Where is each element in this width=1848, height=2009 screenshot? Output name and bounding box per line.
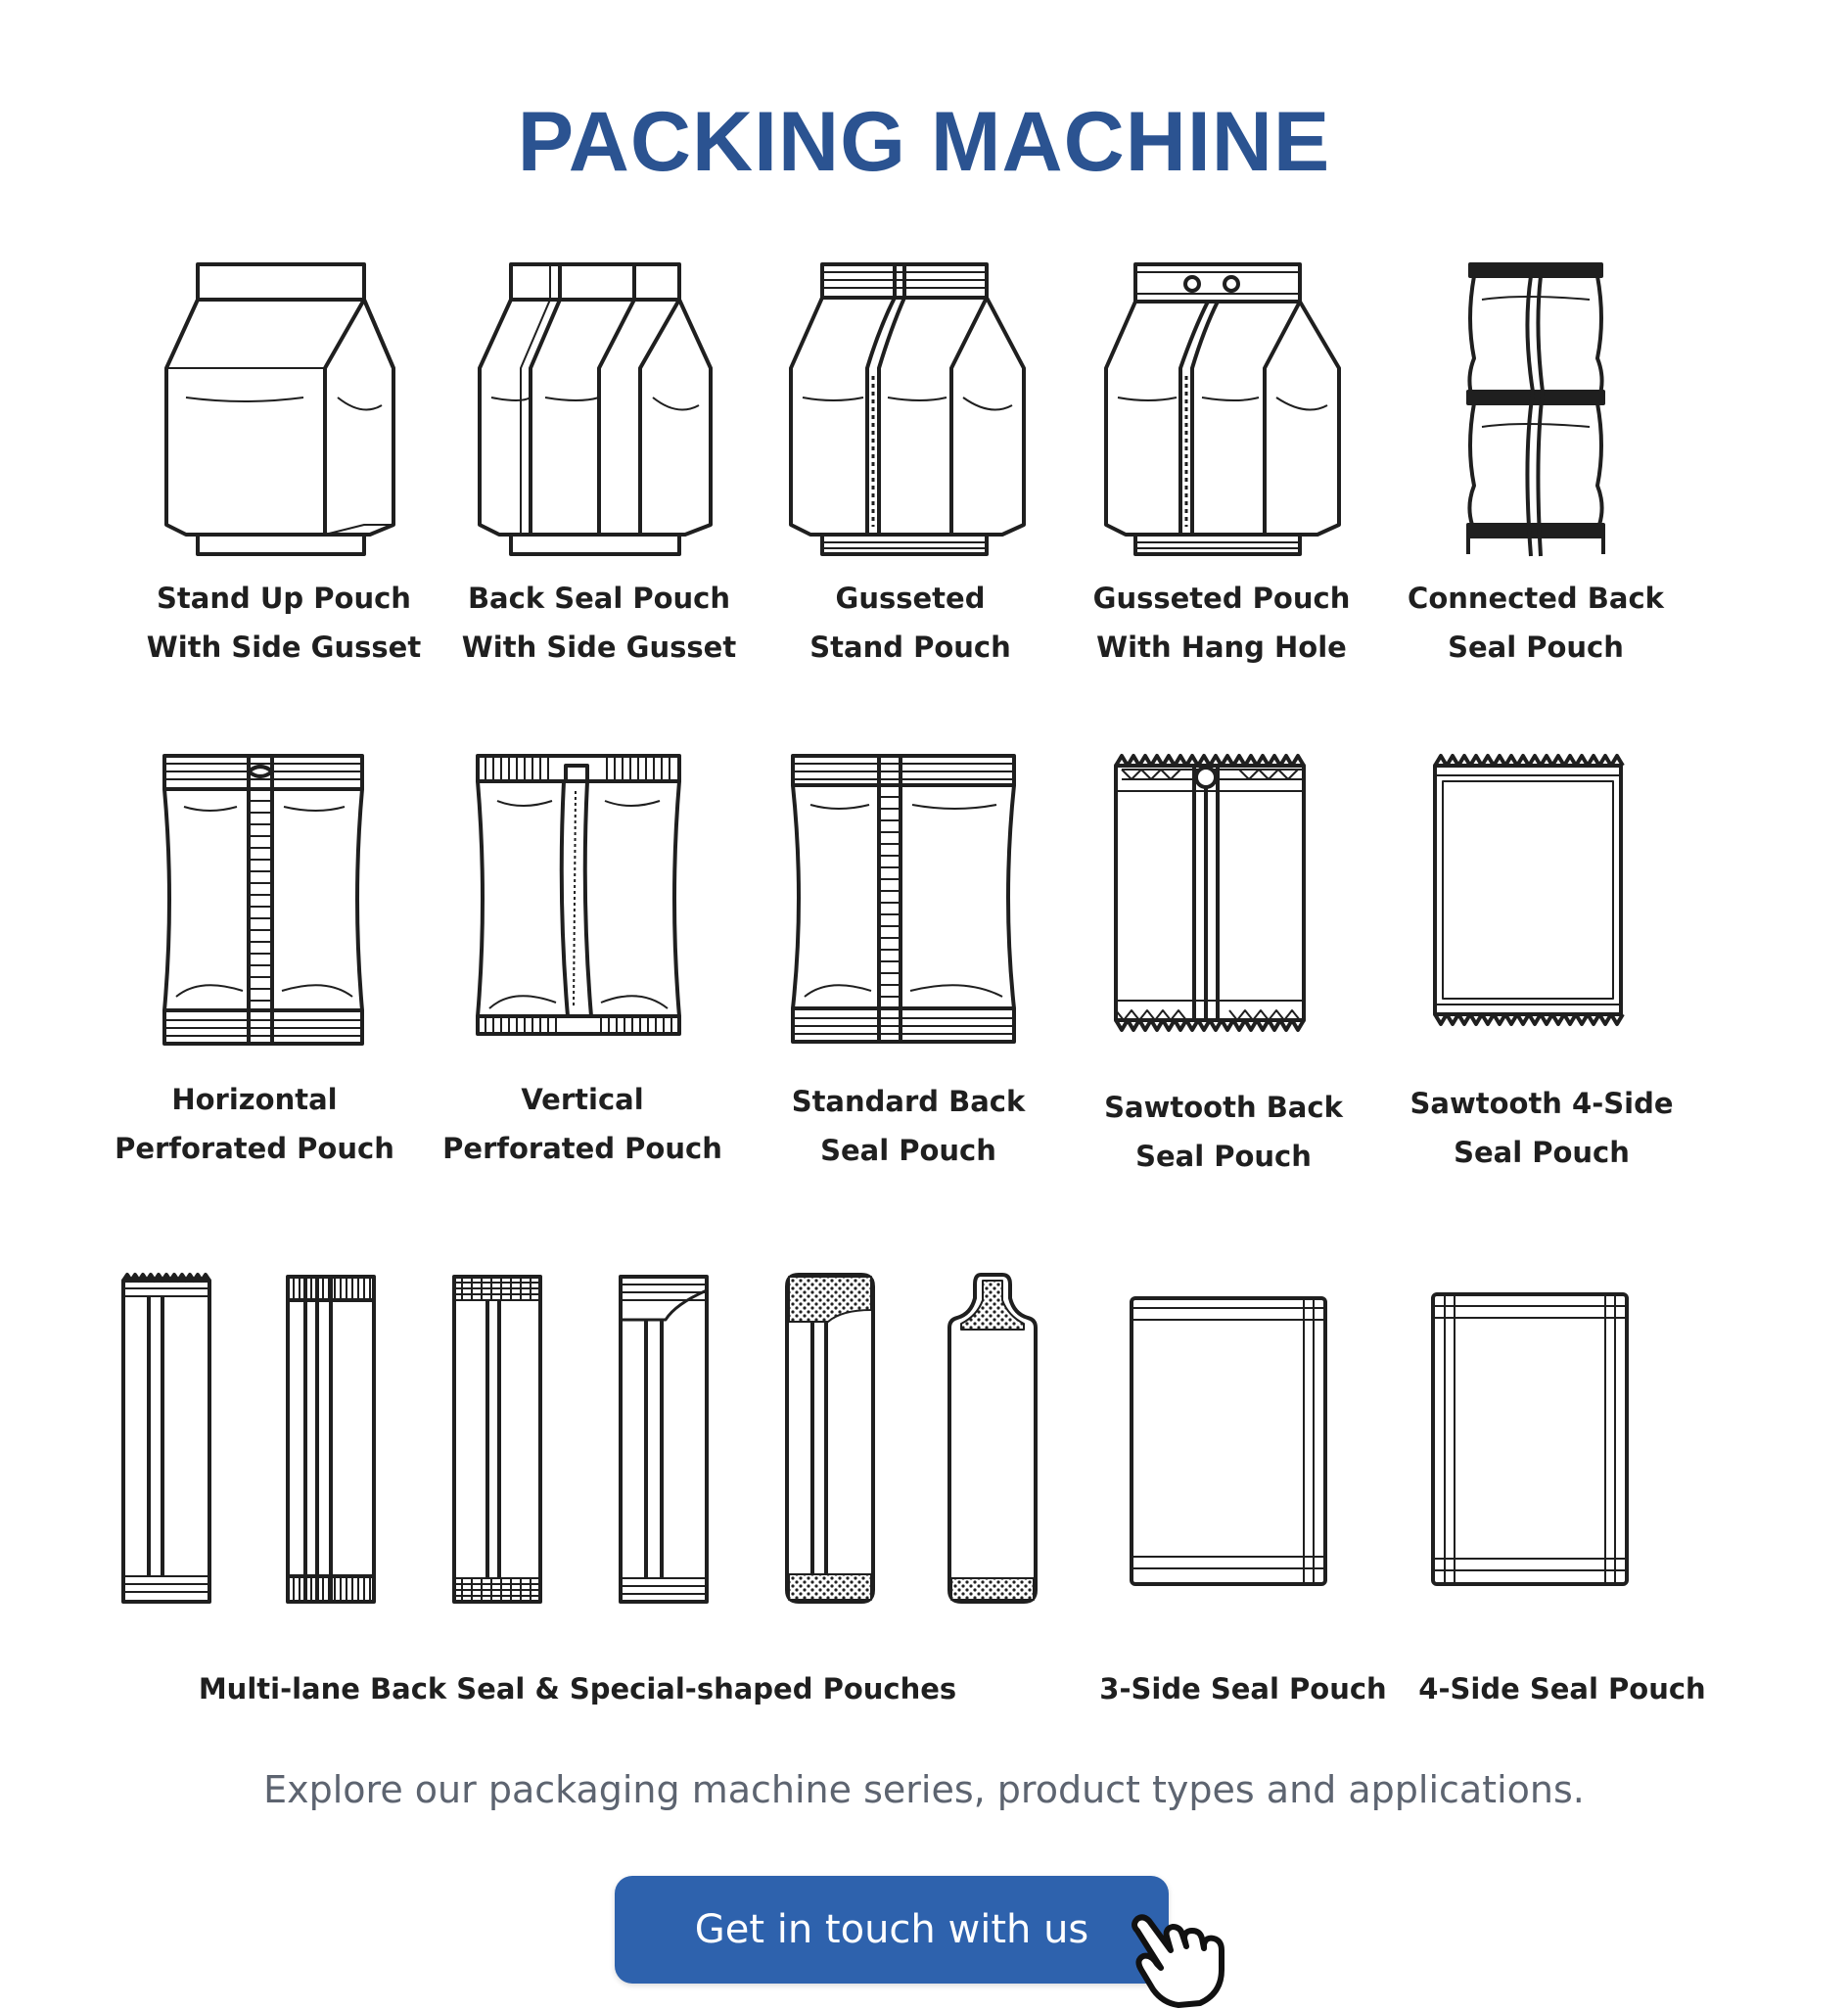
pointing-hand-cursor-icon bbox=[1132, 1914, 1224, 2008]
sawtooth-back-seal-pouch-icon bbox=[1114, 754, 1306, 1032]
back-seal-pouch-side-gusset-icon bbox=[478, 262, 713, 556]
pouch-label-line1: Gusseted Pouch bbox=[1092, 582, 1351, 615]
horizontal-perforated-pouch-icon bbox=[162, 754, 364, 1046]
four-side-seal-pouch-icon bbox=[1431, 1292, 1629, 1586]
vertical-perforated-pouch-icon bbox=[476, 754, 681, 1036]
pouch-label-line1: Stand Up Pouch bbox=[157, 582, 411, 615]
pouch-label-line1: Sawtooth 4-Side bbox=[1409, 1087, 1674, 1120]
pouch-label-line2: Seal Pouch bbox=[1454, 1136, 1630, 1169]
stand-up-pouch-side-gusset-icon bbox=[164, 262, 395, 556]
pouch-label-line1: Back Seal Pouch bbox=[467, 582, 731, 615]
pouch-label-line1: Vertical bbox=[521, 1083, 644, 1116]
multilane-special-shaped-pouch-icon-2 bbox=[947, 1273, 1038, 1604]
pouch-label-line2: With Side Gusset bbox=[461, 631, 737, 664]
multilane-special-shaped-pouch-icon-1 bbox=[785, 1273, 875, 1604]
multilane-back-seal-pouch-icon-2 bbox=[286, 1275, 376, 1604]
pouch-label-line1: Gusseted bbox=[835, 582, 986, 615]
multilane-back-seal-pouch-icon-4 bbox=[619, 1275, 709, 1604]
tagline: Explore our packaging machine series, pr… bbox=[263, 1768, 1585, 1811]
three-side-seal-pouch-icon bbox=[1130, 1296, 1327, 1586]
pouch-label-line2: Perforated Pouch bbox=[442, 1132, 722, 1165]
multilane-label: Multi-lane Back Seal & Special-shaped Po… bbox=[198, 1672, 957, 1705]
get-in-touch-button[interactable]: Get in touch with us bbox=[615, 1876, 1169, 1984]
pouch-label-line2: Seal Pouch bbox=[1448, 631, 1624, 664]
multilane-back-seal-pouch-icon-1 bbox=[121, 1273, 211, 1604]
pouch-label-line2: With Side Gusset bbox=[146, 631, 422, 664]
gusseted-pouch-hang-hole-icon bbox=[1104, 262, 1341, 556]
pouch-label-line1: Sawtooth Back bbox=[1104, 1091, 1343, 1124]
multilane-back-seal-pouch-icon-3 bbox=[452, 1275, 542, 1604]
connected-back-seal-pouch-icon bbox=[1466, 262, 1605, 557]
four-side-seal-label: 4-Side Seal Pouch bbox=[1418, 1672, 1706, 1705]
pouch-label-line2: Seal Pouch bbox=[1135, 1140, 1312, 1173]
gusseted-stand-pouch-icon bbox=[789, 262, 1026, 556]
pouch-label-line2: Seal Pouch bbox=[820, 1134, 996, 1167]
pouch-label-line1: Standard Back bbox=[791, 1085, 1026, 1118]
pouch-label-line2: Perforated Pouch bbox=[115, 1132, 394, 1165]
pouch-label-line2: With Hang Hole bbox=[1096, 631, 1347, 664]
three-side-seal-label: 3-Side Seal Pouch bbox=[1099, 1672, 1387, 1705]
standard-back-seal-pouch-icon bbox=[791, 754, 1016, 1044]
pouch-label-line2: Stand Pouch bbox=[809, 631, 1011, 664]
sawtooth-4-side-seal-pouch-icon bbox=[1433, 754, 1625, 1026]
page-title: PACKING MACHINE bbox=[517, 95, 1331, 189]
pouch-label-line1: Horizontal bbox=[171, 1083, 338, 1116]
pouch-label-line1: Connected Back bbox=[1408, 582, 1664, 615]
